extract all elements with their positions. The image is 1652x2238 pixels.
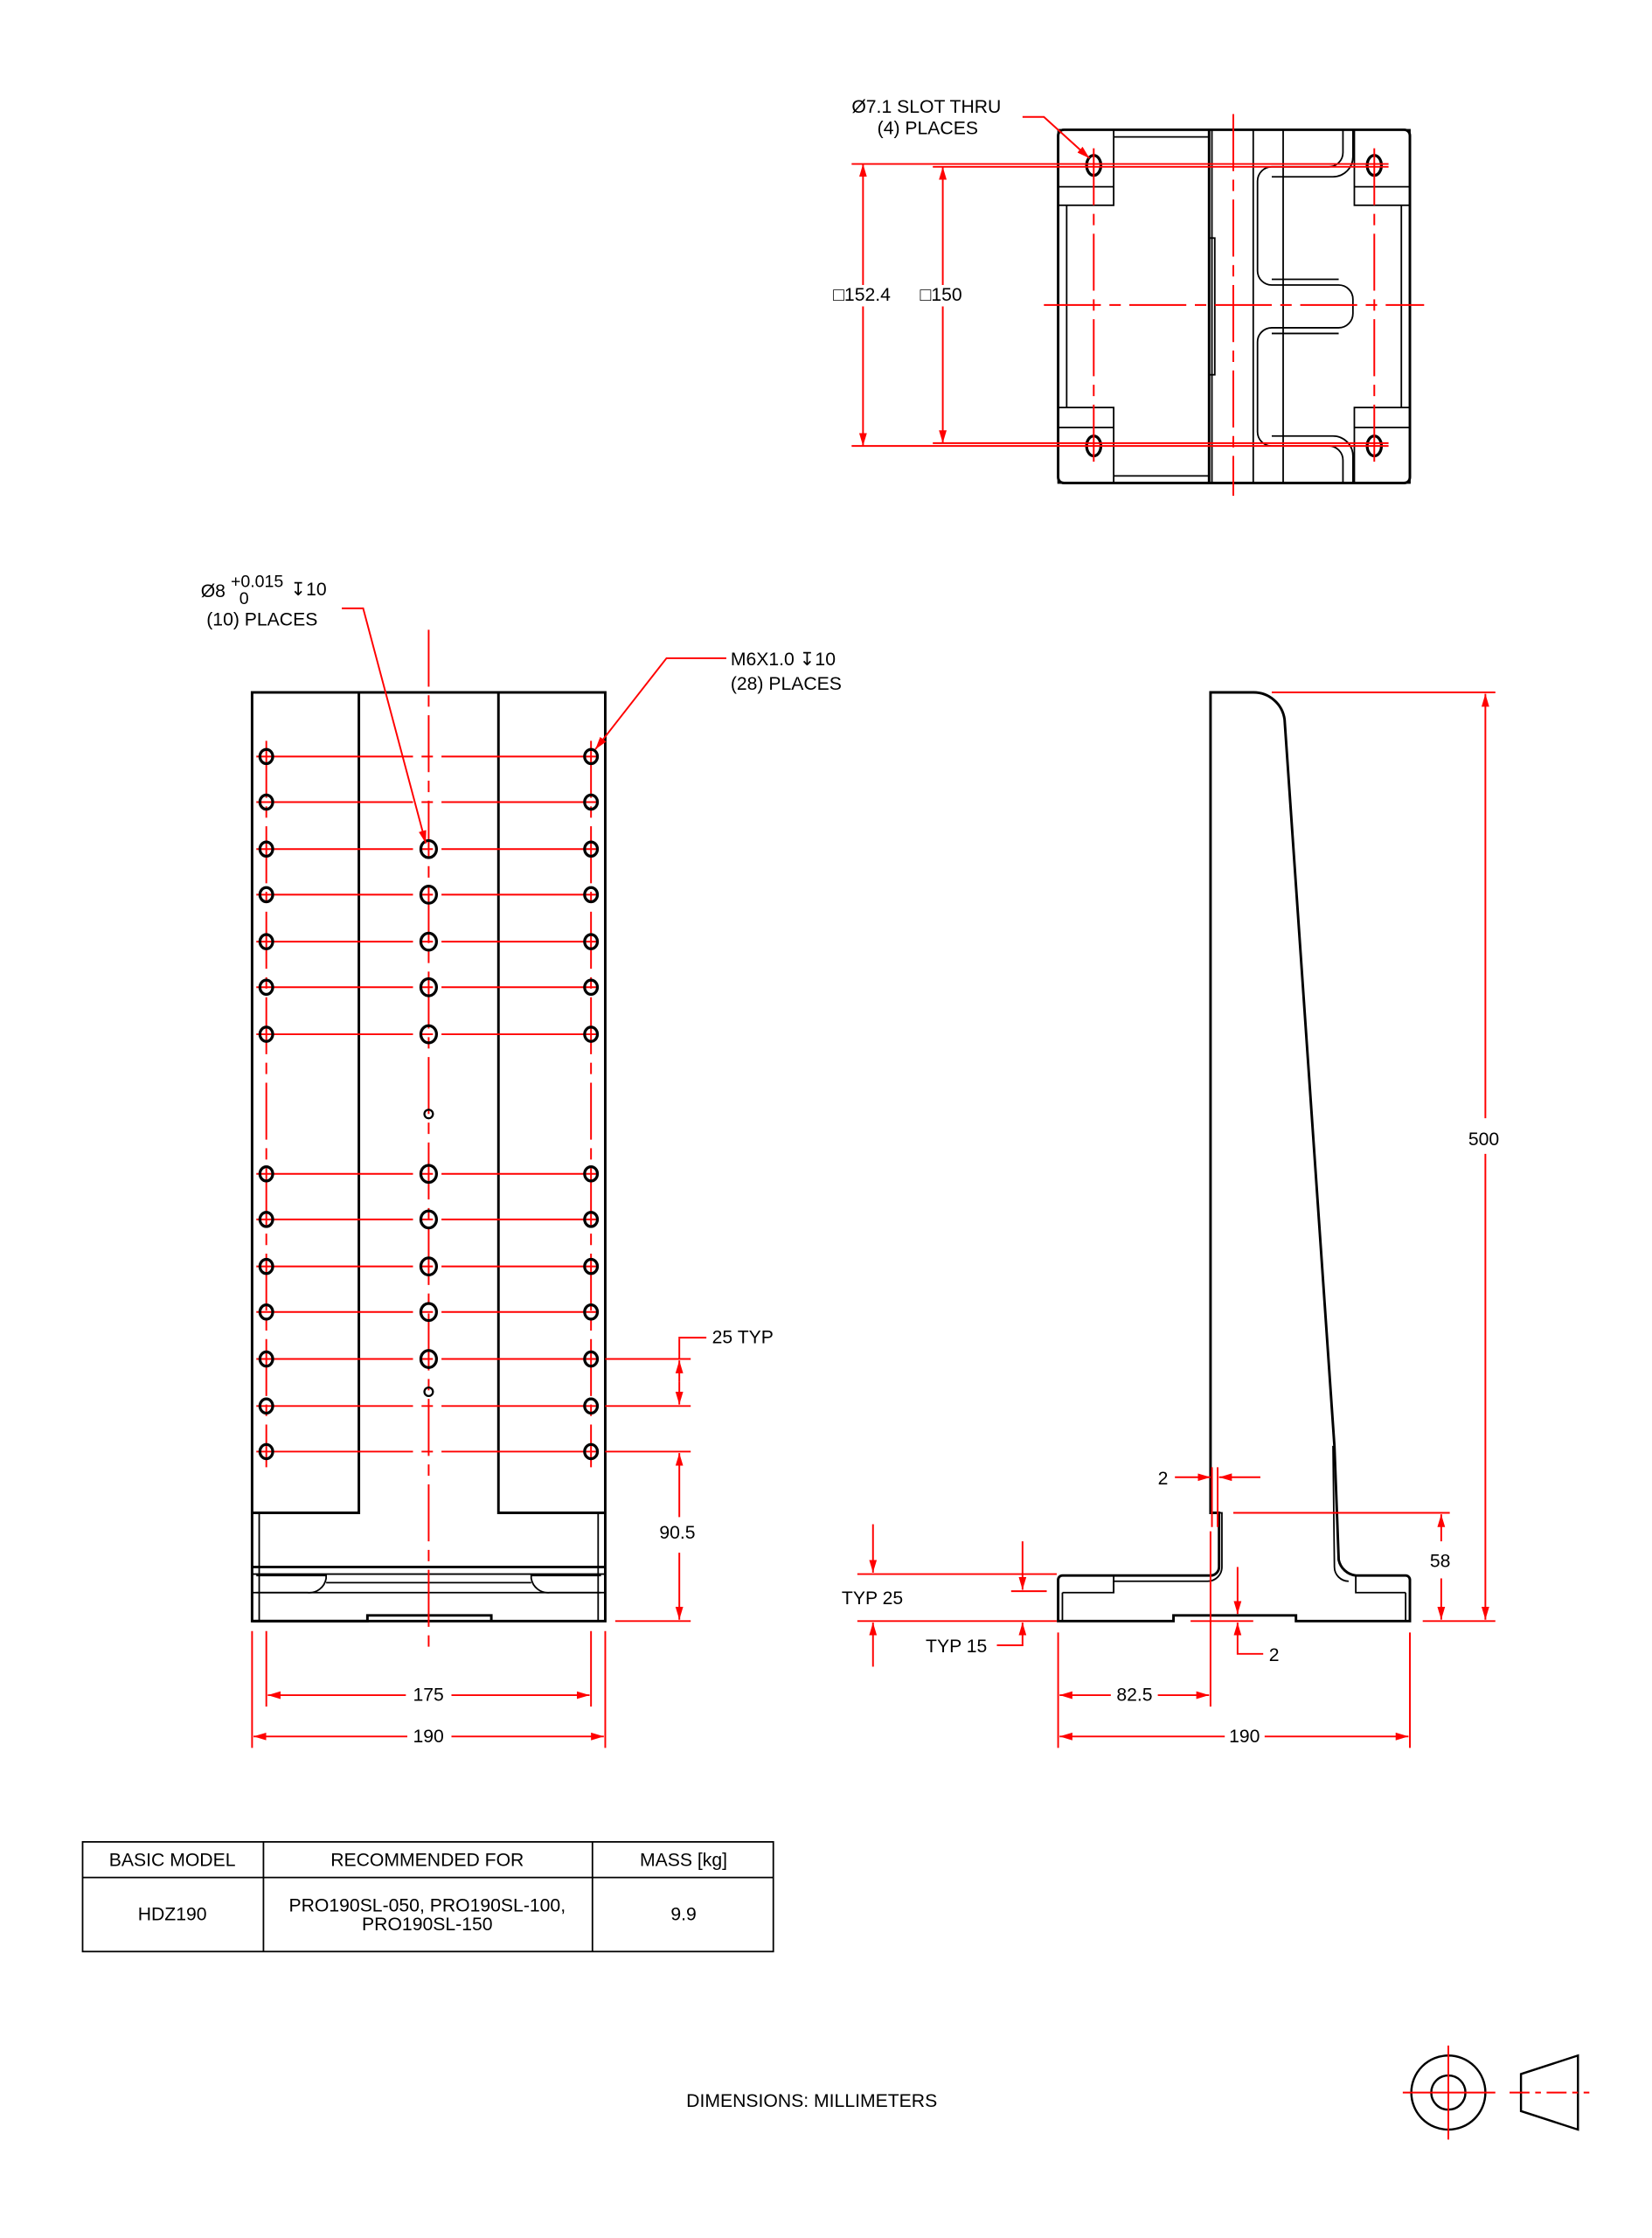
pin-note-tol-lower: 0 [239, 589, 249, 608]
pin-note-tol-upper: +0.015 [231, 572, 283, 591]
threaded-hole [583, 1303, 600, 1321]
dowel-pin-hole [419, 1164, 439, 1185]
model-table: BASIC MODEL RECOMMENDED FOR MASS [kg] HD… [81, 1840, 774, 1953]
threaded-hole [258, 1397, 274, 1415]
threaded-hole [258, 1164, 274, 1183]
threaded-hole [258, 1257, 274, 1275]
cell-mass: 9.9 [670, 1904, 696, 1924]
dowel-pin-hole [419, 931, 439, 952]
side-view: 500 58 2 TYP 25 TYP 15 2 82.5 19 [842, 691, 1499, 1748]
threaded-hole [583, 1442, 600, 1461]
threaded-hole [583, 1397, 600, 1415]
small-hole [423, 1109, 434, 1120]
threaded-hole [258, 747, 274, 766]
threaded-hole [583, 1350, 600, 1368]
slot-note-line1: Ø7.1 SLOT THRU [851, 97, 1001, 117]
pin-note-places: (10) PLACES [206, 609, 317, 629]
threaded-hole [583, 840, 600, 858]
pin-note-depth: ↧10 [290, 580, 326, 600]
pin-note-dia: Ø8 [201, 581, 226, 601]
dim-90-5: 90.5 [659, 1523, 695, 1543]
dowel-pin-hole [419, 1256, 439, 1277]
slot-note-line2: (4) PLACES [878, 118, 978, 138]
thread-note-line1: M6X1.0 ↧10 [731, 650, 836, 670]
header-basic-model: BASIC MODEL [109, 1851, 236, 1871]
dim-2-wall: 2 [1158, 1469, 1169, 1489]
dim-190-side: 190 [1229, 1727, 1260, 1747]
dowel-pin-hole [419, 1349, 439, 1369]
threaded-hole [258, 1025, 274, 1043]
dim-typ-15: TYP 15 [926, 1637, 987, 1657]
threaded-hole [583, 933, 600, 950]
threaded-hole [583, 747, 600, 766]
dim-190-front: 190 [413, 1727, 444, 1747]
dim-typ-25: TYP 25 [842, 1588, 903, 1609]
dowel-pin-hole [419, 838, 439, 859]
dim-500: 500 [1468, 1129, 1499, 1150]
dim-58: 58 [1430, 1551, 1451, 1571]
threaded-hole [258, 978, 274, 997]
dowel-pin-hole [419, 1302, 439, 1323]
units-note: DIMENSIONS: MILLIMETERS [686, 2091, 937, 2111]
dim-152-4: □152.4 [833, 285, 891, 305]
front-view: Ø8 +0.015 0 ↧10 (10) PLACES M6X1.0 ↧10 (… [201, 572, 842, 1748]
threaded-hole [258, 1442, 274, 1461]
threaded-hole [258, 933, 274, 950]
top-view: □152.4 □150 Ø7.1 SLOT THRU (4) PLACES [833, 97, 1425, 497]
cell-recommended-line2: PRO190SL-150 [362, 1915, 492, 1935]
threaded-hole [583, 1164, 600, 1183]
threaded-hole [583, 1025, 600, 1043]
threaded-hole [583, 978, 600, 997]
threaded-hole [583, 1257, 600, 1275]
dim-175: 175 [413, 1685, 444, 1706]
dim-2-recess: 2 [1269, 1645, 1280, 1665]
dowel-pin-hole [419, 884, 439, 905]
threaded-hole [258, 1303, 274, 1321]
projection-symbol-icon [1402, 2045, 1590, 2140]
dim-25-typ: 25 TYP [712, 1328, 774, 1348]
dowel-pin-hole [419, 977, 439, 997]
dowel-pin-hole [419, 1209, 439, 1230]
dim-82-5: 82.5 [1116, 1685, 1152, 1706]
threaded-hole [258, 793, 274, 811]
thread-note-line2: (28) PLACES [731, 674, 842, 694]
threaded-hole [258, 840, 274, 858]
threaded-hole [583, 1211, 600, 1228]
threaded-hole [583, 793, 600, 811]
dim-150: □150 [920, 285, 962, 305]
threaded-hole [583, 886, 600, 904]
header-recommended-for: RECOMMENDED FOR [330, 1851, 524, 1871]
header-mass: MASS [kg] [640, 1851, 727, 1871]
threaded-hole [258, 1350, 274, 1368]
dowel-pin-hole [419, 1024, 439, 1045]
threaded-hole [258, 1211, 274, 1228]
cell-recommended-line1: PRO190SL-050, PRO190SL-100, [288, 1896, 566, 1916]
cell-model: HDZ190 [138, 1904, 207, 1924]
small-hole [423, 1386, 434, 1398]
threaded-hole [258, 886, 274, 904]
